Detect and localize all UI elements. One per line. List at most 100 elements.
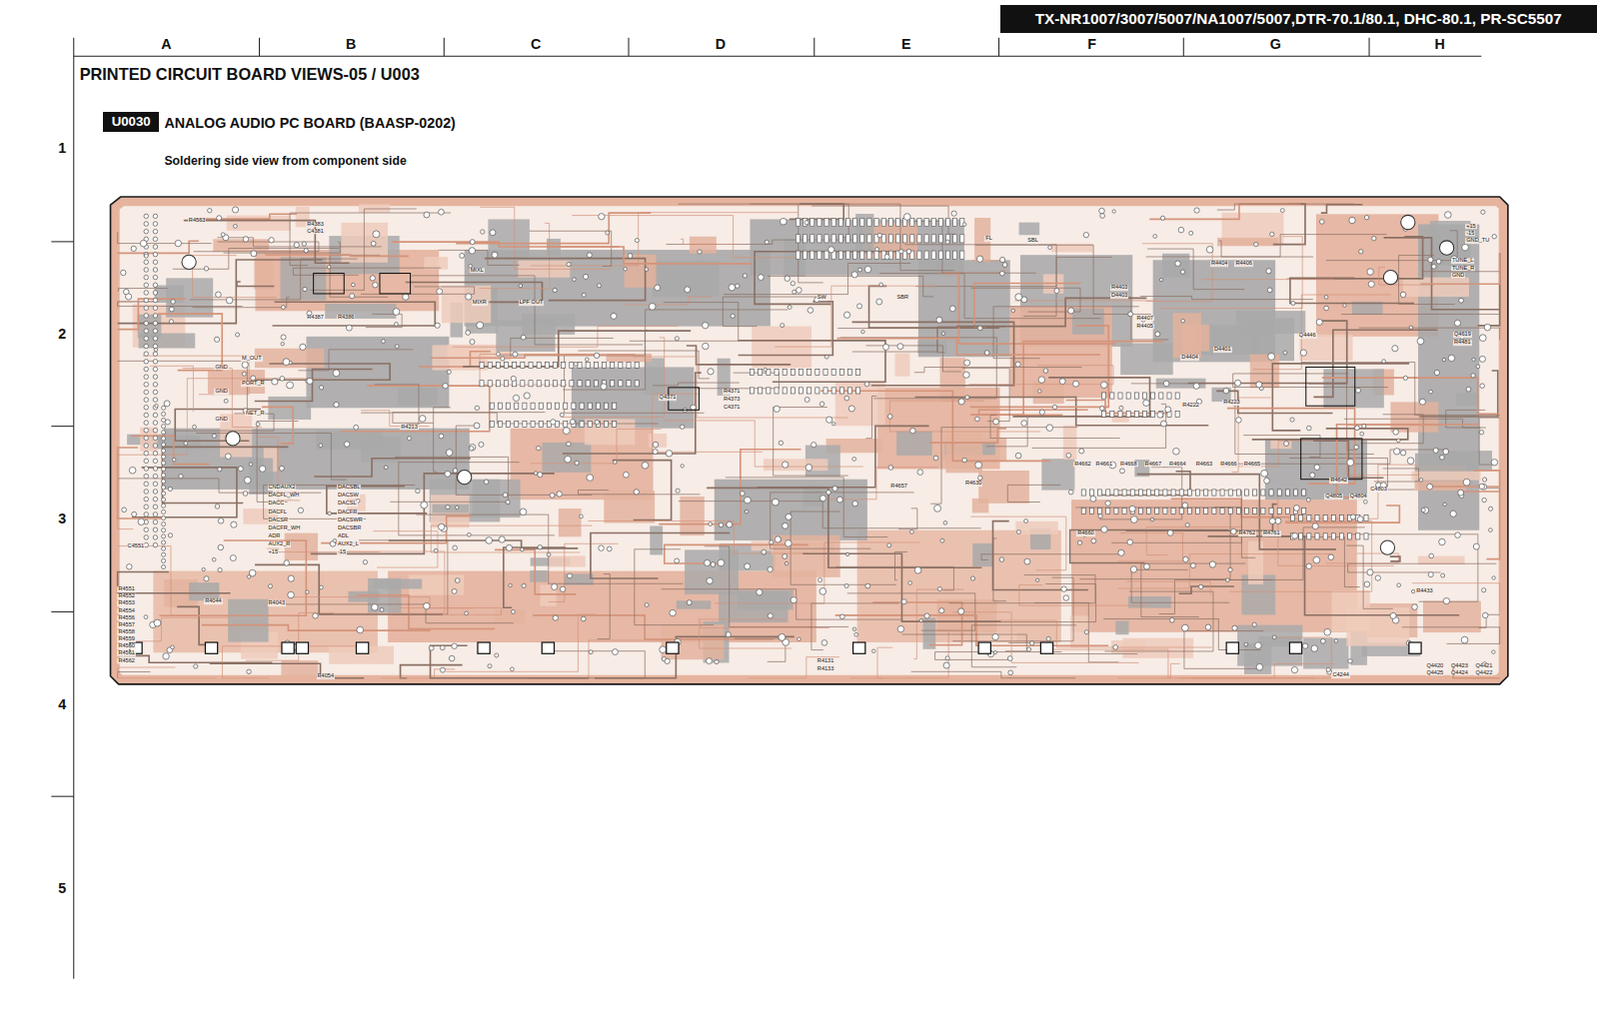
component-ref: R4404 <box>1210 261 1230 268</box>
trace <box>1273 203 1306 244</box>
copper-area <box>1456 392 1479 406</box>
pad <box>552 287 557 292</box>
pad <box>774 536 781 543</box>
pad <box>559 412 564 417</box>
connector-pin <box>874 217 879 226</box>
pad <box>170 645 175 650</box>
trace <box>1146 234 1388 257</box>
grid-tick <box>1183 37 1185 56</box>
pad <box>474 405 479 410</box>
pad <box>143 496 148 501</box>
pad <box>152 267 157 272</box>
pad <box>702 342 709 349</box>
pad <box>819 495 826 502</box>
connector-pin <box>795 217 800 226</box>
trace <box>392 412 545 424</box>
copper-area <box>1403 277 1470 297</box>
pad <box>1291 300 1296 305</box>
ic-pad <box>1299 533 1304 540</box>
pad <box>1016 530 1021 535</box>
trace <box>929 428 1007 443</box>
pad <box>1428 572 1434 578</box>
pad <box>143 213 148 218</box>
ic-pad <box>520 361 525 368</box>
connector-pin <box>953 250 958 259</box>
pad <box>924 613 930 619</box>
ic-pad <box>1302 489 1307 496</box>
component-ref: R4665 <box>1243 461 1263 468</box>
pad <box>767 566 773 572</box>
pad <box>1375 575 1381 581</box>
model-header-bar: TX-NR1007/3007/5007/NA1007/5007,DTR-70.1… <box>1000 4 1598 33</box>
pad <box>1068 307 1075 314</box>
page-title: PRINTED CIRCUIT BOARD VIEWS-05 / U003 <box>79 64 420 81</box>
component-ref: R4557 <box>116 622 136 629</box>
trace <box>1118 554 1333 589</box>
component-ref: M_OUT <box>240 356 263 363</box>
pad <box>610 312 617 319</box>
pad <box>510 375 516 381</box>
trace <box>142 355 249 395</box>
connector-pin <box>860 250 865 259</box>
trace <box>1217 203 1355 210</box>
trace <box>389 456 508 502</box>
pad <box>152 282 157 287</box>
pad <box>549 492 555 498</box>
pad <box>562 427 570 435</box>
pad <box>152 351 157 356</box>
connector-pin <box>953 234 958 243</box>
ic-pad <box>1122 489 1127 496</box>
connector-pin <box>845 234 850 243</box>
ic-pad <box>1236 507 1241 514</box>
pad <box>1360 431 1365 436</box>
pad <box>305 590 309 594</box>
pad <box>459 253 465 259</box>
component-ref: C4371 <box>722 405 742 412</box>
trace <box>902 634 1028 652</box>
pad <box>216 215 222 221</box>
copper-area <box>1236 310 1306 334</box>
pad <box>852 627 856 631</box>
pad <box>934 504 942 512</box>
pad <box>708 522 713 527</box>
copper-area <box>648 433 667 448</box>
pad <box>861 329 865 333</box>
trace <box>1070 529 1230 563</box>
ic-pad <box>1290 514 1295 521</box>
trace <box>309 208 416 290</box>
pad <box>1364 214 1369 219</box>
pad <box>207 208 212 213</box>
ic-pad <box>782 368 787 375</box>
pad <box>168 306 174 312</box>
pad <box>1407 457 1415 465</box>
component-ref: R4559 <box>116 636 136 643</box>
pad <box>1128 311 1134 317</box>
pad <box>1266 268 1272 274</box>
pad <box>152 382 157 387</box>
pad <box>1244 642 1249 647</box>
pad <box>229 555 236 562</box>
ic-pad <box>577 380 582 387</box>
connector-pin <box>910 217 915 226</box>
trace <box>811 205 956 234</box>
trace <box>477 640 671 679</box>
trace <box>1171 498 1296 517</box>
pad <box>476 321 484 329</box>
connector-pin <box>960 250 965 259</box>
ic-pad <box>749 368 754 375</box>
pad <box>975 461 983 469</box>
connector-pad <box>295 642 308 654</box>
pad <box>573 361 578 366</box>
ic-pad <box>528 380 533 387</box>
pad <box>1268 352 1276 360</box>
trace <box>664 544 809 564</box>
pad <box>706 577 713 584</box>
pad <box>1007 656 1013 662</box>
pad <box>1348 659 1353 664</box>
pad <box>143 443 148 448</box>
ic-pad <box>1253 507 1258 514</box>
pad <box>559 586 565 592</box>
ic-pad <box>758 368 763 375</box>
trace <box>1321 204 1364 213</box>
trace <box>561 337 665 418</box>
